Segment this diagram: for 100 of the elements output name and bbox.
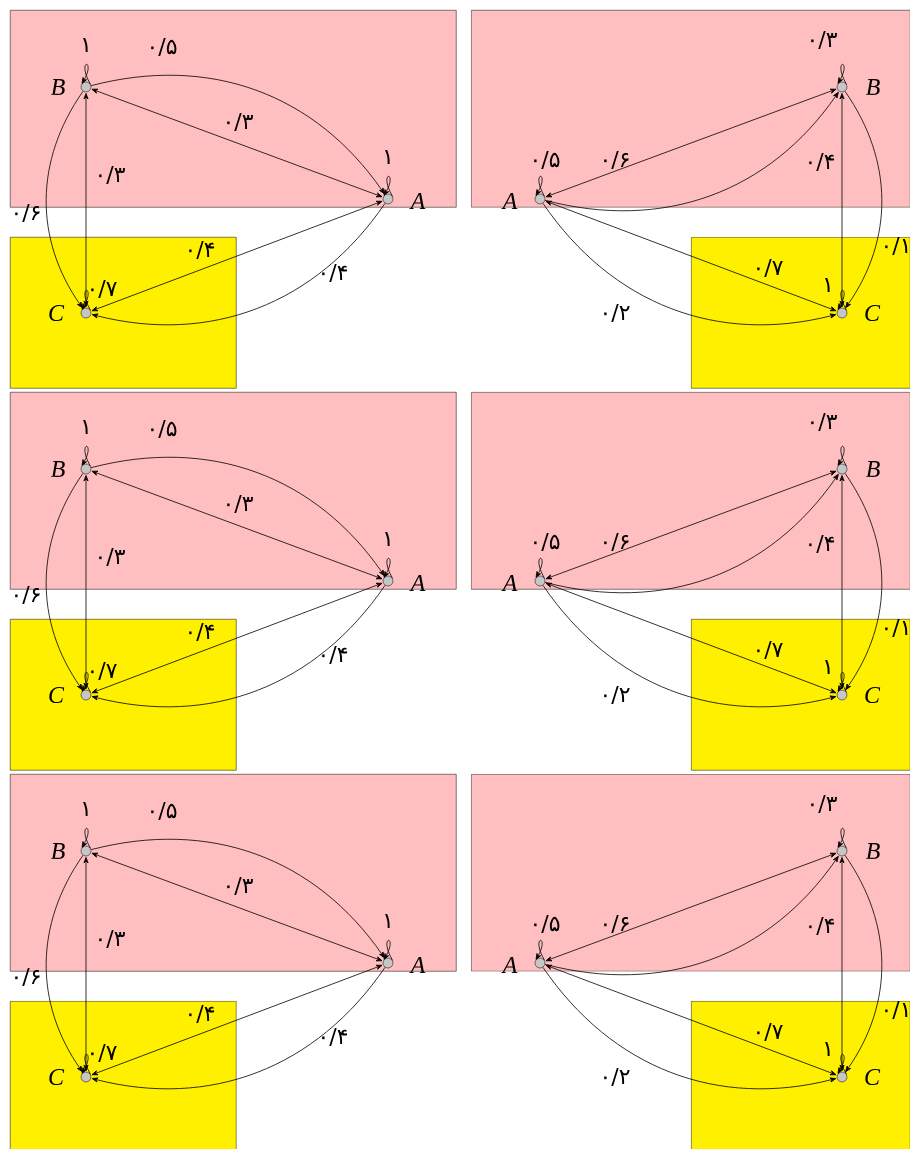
arrow [844, 472, 883, 691]
edge-label: ۰/۴ [322, 645, 348, 665]
arrow [837, 827, 847, 849]
state-node: C [49, 686, 92, 704]
arrow [535, 557, 545, 579]
node-label: C [49, 304, 65, 322]
arrow [535, 939, 545, 961]
arrow [839, 93, 845, 307]
node-label: A [409, 957, 426, 973]
edge-label: ۰/۵ [151, 419, 177, 439]
arrow [45, 472, 84, 691]
edge-label: ۰/۳ [811, 412, 837, 432]
state-node: C [836, 1068, 881, 1086]
arrow [837, 1053, 847, 1075]
edge-label: ۰/۵ [534, 914, 560, 934]
arrow [535, 175, 545, 197]
edge-label: ۰/۴ [809, 534, 835, 554]
edge-label: ۱ [385, 914, 390, 928]
node-label: B [865, 461, 880, 477]
edge-label: ۰/۳ [99, 165, 125, 185]
edge-label: ۰/۵ [534, 532, 560, 552]
arrow [837, 289, 847, 311]
edge-label: ۰/۶ [15, 585, 40, 605]
state-node: B [50, 461, 92, 477]
edge-label: ۰/۷ [757, 640, 783, 660]
edge-label: ۰/۶ [604, 914, 629, 934]
state-node: B [836, 79, 880, 95]
arrow [837, 671, 847, 693]
node-label: A [501, 957, 518, 973]
edge-label: ۰/۷ [91, 661, 117, 681]
arrow [83, 475, 89, 689]
arrow [383, 175, 393, 197]
region-box [691, 1001, 910, 1149]
arrow [81, 445, 91, 467]
state-node: C [836, 686, 881, 704]
edge-label: ۱ [83, 420, 88, 434]
state-node: A [501, 957, 546, 973]
node-label: C [49, 686, 65, 704]
edge-label: ۰/۶ [604, 150, 629, 170]
arrow [81, 671, 91, 693]
arrow [81, 1053, 91, 1075]
arrow [45, 90, 84, 309]
edge-label: ۰/۴ [809, 152, 835, 172]
node-label: A [501, 193, 518, 209]
edge-label: ۰/۷ [757, 1022, 783, 1042]
edge-label: ۰/۵ [151, 801, 177, 821]
edge-label: ۱ [825, 278, 830, 292]
edge-label: ۰/۳ [227, 494, 253, 514]
edge-label: ۰/۶ [15, 203, 40, 223]
node-label: B [50, 843, 65, 859]
edge-label: ۰/۶ [604, 532, 629, 552]
node-label: B [865, 843, 880, 859]
edge-label: ۰/۴ [809, 916, 835, 936]
arrow [81, 289, 91, 311]
arrow [45, 854, 84, 1073]
edge-label: ۱ [83, 802, 88, 816]
edge-label: ۱ [825, 660, 830, 674]
edge-label: ۰/۴ [189, 240, 215, 260]
edge-label: ۰/۳ [811, 794, 837, 814]
node-label: A [409, 575, 426, 591]
edge-label: ۰/۴ [322, 263, 348, 283]
node-label: C [865, 1068, 881, 1086]
edge-label: ۰/۶ [15, 967, 40, 987]
state-node: C [49, 304, 92, 322]
region-box [471, 392, 910, 590]
arrow [81, 827, 91, 849]
edge-label: ۰/۳ [99, 547, 125, 567]
edge-label: ۰/۱ [885, 236, 908, 256]
edge-label: ۰/۱ [885, 1000, 908, 1020]
edge-label: ۰/۷ [757, 258, 783, 278]
state-node: B [50, 79, 92, 95]
edge-label: ۰/۳ [227, 876, 253, 896]
state-node: A [382, 575, 426, 591]
state-node: A [382, 957, 426, 973]
edge-label: ۰/۵ [151, 37, 177, 57]
state-node: B [836, 843, 880, 859]
state-node: A [382, 193, 426, 209]
arrow [844, 854, 883, 1073]
edge-label: ۰/۵ [534, 150, 560, 170]
edge-label: ۰/۱ [885, 618, 908, 638]
edge-label: ۰/۷ [91, 1043, 117, 1063]
arrow [83, 93, 89, 307]
edge-label: ۱ [385, 150, 390, 164]
arrow [844, 90, 883, 309]
arrow [383, 939, 393, 961]
state-node: C [49, 1068, 92, 1086]
edge-label: ۰/۴ [189, 622, 215, 642]
region-box [471, 774, 910, 972]
edge-label: ۱ [385, 532, 390, 546]
edge-label: ۰/۴ [189, 1004, 215, 1024]
region-box [10, 1001, 237, 1149]
region-box [691, 237, 910, 389]
node-label: B [50, 461, 65, 477]
state-node: A [501, 575, 546, 591]
node-label: C [865, 304, 881, 322]
state-node: B [50, 843, 92, 859]
edge-label: ۰/۷ [91, 279, 117, 299]
edge-label: ۰/۳ [811, 30, 837, 50]
arrow [837, 63, 847, 85]
region-box [471, 10, 910, 208]
